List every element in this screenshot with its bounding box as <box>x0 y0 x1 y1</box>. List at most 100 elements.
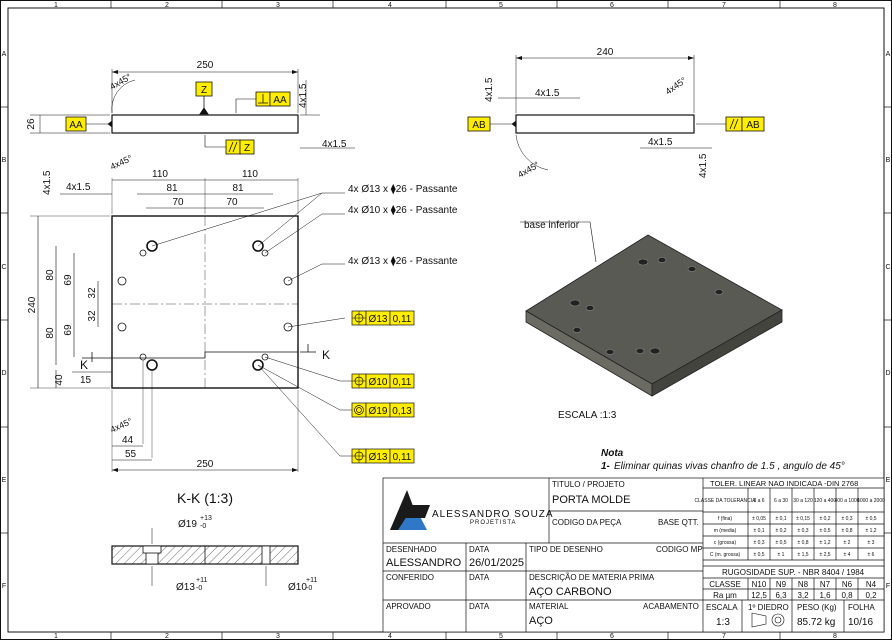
plate-side-outline <box>515 114 695 134</box>
svg-text:110: 110 <box>152 169 168 180</box>
svg-text:4x1.5: 4x1.5 <box>484 77 495 102</box>
plate-top-face <box>525 234 783 385</box>
svg-text:AA: AA <box>69 120 83 131</box>
roughness-cell: 12,5 <box>751 591 767 600</box>
toler-header-cell: 30 a 120 <box>793 498 813 504</box>
svg-text:PORTA MOLDE: PORTA MOLDE <box>552 494 630 506</box>
toler-header-cell: 1000 a 2000 <box>857 498 885 504</box>
svg-text:4x1.5: 4x1.5 <box>66 182 91 193</box>
par-ref <box>239 139 255 155</box>
roughness-cell: N10 <box>752 580 767 589</box>
dim-250: 250 <box>197 60 214 71</box>
svg-text:80: 80 <box>45 327 56 339</box>
svg-text:70: 70 <box>172 197 184 208</box>
row-label: D <box>1 370 6 377</box>
col-label: 7 <box>722 633 726 640</box>
hole-note-3: 4x Ø13 x ⧫26 - Passante <box>348 255 458 267</box>
iso-scale: ESCALA :1:3 <box>558 410 617 421</box>
svg-text:-0: -0 <box>200 523 206 530</box>
col-label: 3 <box>276 633 280 640</box>
row-label: A <box>886 51 891 58</box>
roughness-cell: Ra µm <box>713 591 737 600</box>
svg-text:1:3: 1:3 <box>716 617 730 628</box>
svg-text:CODIGO DA PEÇA: CODIGO DA PEÇA <box>552 518 622 527</box>
svg-text:+11: +11 <box>306 577 317 584</box>
row-label: F <box>886 583 890 590</box>
roughness-cell: 3,2 <box>797 591 809 600</box>
iso-holes <box>569 257 724 355</box>
svg-text:15: 15 <box>80 375 92 386</box>
col-label: 8 <box>833 633 837 640</box>
svg-text:55: 55 <box>125 449 137 460</box>
toler-header-cell: 3 a 6 <box>753 498 764 504</box>
svg-text:CODIGO MP: CODIGO MP <box>656 545 703 554</box>
svg-text:FOLHA: FOLHA <box>848 603 875 612</box>
toler-cell: ± 0,5 <box>865 516 876 522</box>
iso-label: base inferior <box>524 220 580 231</box>
col-label: 8 <box>833 2 837 9</box>
section-title: K-K (1:3) <box>177 490 233 506</box>
roughness-cell: N4 <box>866 580 877 589</box>
svg-text:69: 69 <box>63 324 74 336</box>
section-mark-right: K <box>322 348 330 362</box>
svg-text:44: 44 <box>122 435 134 446</box>
hole-d13 <box>252 240 264 252</box>
hole-side <box>117 322 127 332</box>
svg-text:RUGOSIDADE SUP. - NBR 8404 / 1: RUGOSIDADE SUP. - NBR 8404 / 1984 <box>722 568 865 577</box>
svg-text:Ø10: Ø10 <box>369 377 388 388</box>
hole-d10 <box>261 353 269 361</box>
isometric-view: base inferior ESCALA :1:3 <box>520 220 783 421</box>
chamfer-vert: 4x1.5 <box>298 83 309 108</box>
svg-text:-0: -0 <box>306 585 312 592</box>
svg-text:110: 110 <box>242 169 258 180</box>
col-label: 5 <box>499 633 503 640</box>
toler-cell: C (m. grossa) <box>710 552 741 558</box>
hole-d10 <box>261 249 269 257</box>
col-label: 7 <box>722 2 726 9</box>
toler-cell: ± 2,5 <box>819 552 830 558</box>
toler-cell: ± 0,5 <box>753 552 764 558</box>
col-label: 1 <box>54 2 58 9</box>
col-label: 6 <box>610 2 614 9</box>
toler-cell: ± 0,3 <box>841 516 852 522</box>
svg-text:BASE QTT.: BASE QTT. <box>658 518 699 527</box>
hole-d13 <box>252 359 264 371</box>
svg-text:240: 240 <box>27 296 38 313</box>
roughness-table: RUGOSIDADE SUP. - NBR 8404 / 1984 CLASSE… <box>703 565 884 600</box>
toler-header-cell: CLASSE DA TOLERANCIA <box>695 498 757 504</box>
row-label: B <box>886 157 891 164</box>
section-mark-left: K <box>80 358 88 372</box>
section-view: K-K (1:3) Ø19 +13 -0 Ø13 +11 -0 Ø10 +11 … <box>111 490 317 593</box>
toler-cell: ± 6 <box>868 552 875 558</box>
toler-header-cell: 120 a 400 <box>814 498 836 504</box>
svg-text:AÇO: AÇO <box>529 615 553 627</box>
chamfer-horiz: 4x1.5 <box>322 139 347 150</box>
first-angle-projection-icon <box>751 612 785 628</box>
gdt-frames: Ø13 0,11 Ø10 0,11 Ø19 0,13 Ø13 0,11 <box>257 310 415 464</box>
col-label: 2 <box>165 633 169 640</box>
row-label: C <box>885 264 890 271</box>
hole-d13 <box>146 359 158 371</box>
svg-text:+11: +11 <box>196 577 207 584</box>
front-view: K K 110 110 81 81 70 70 <box>27 153 458 472</box>
company-name: ALESSANDRO SOUZA <box>432 509 554 520</box>
company-logo: ALESSANDRO SOUZA PROJETISTA <box>390 490 554 530</box>
col-label: 4 <box>388 633 392 640</box>
par-ref-ab <box>741 116 765 132</box>
svg-text:DATA: DATA <box>469 602 490 611</box>
svg-text:ACABAMENTO: ACABAMENTO <box>643 602 699 611</box>
svg-text:4x45°: 4x45° <box>109 416 135 435</box>
svg-text:4x1.5: 4x1.5 <box>42 170 53 195</box>
svg-text:250: 250 <box>197 459 214 470</box>
plate-right-face <box>651 309 783 397</box>
note-block: Nota 1- Eliminar quinas vivas chanfro de… <box>601 448 845 472</box>
dim-26: 26 <box>26 118 37 130</box>
roughness-cell: N7 <box>820 580 831 589</box>
svg-text:DESCRIÇÃO DE MATERIA PRIMA: DESCRIÇÃO DE MATERIA PRIMA <box>529 573 655 582</box>
row-label: F <box>2 583 6 590</box>
svg-text:4x45°: 4x45° <box>109 153 135 172</box>
hole-side <box>283 322 293 332</box>
svg-text:26/01/2025: 26/01/2025 <box>469 557 524 569</box>
